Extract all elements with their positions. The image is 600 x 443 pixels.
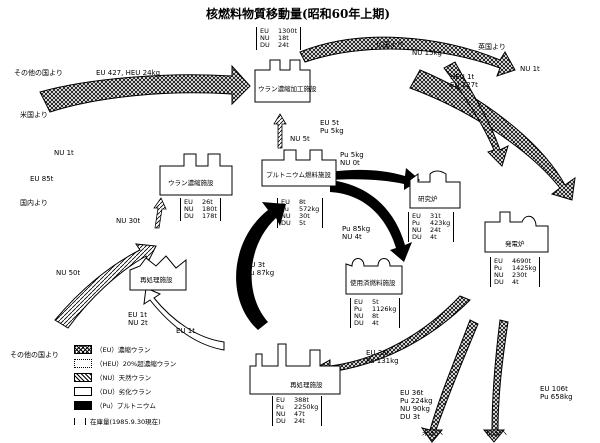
arrow-to-france <box>482 319 509 443</box>
arrow-nu-enrich-up <box>153 197 167 229</box>
flow-nu-0t: NU 0t <box>340 159 360 167</box>
arrow-top-right-big <box>409 69 576 201</box>
flow-eu-1t: EU 1t <box>176 327 195 335</box>
flow-nu-30t: NU 30t <box>116 217 141 225</box>
arrow-enrich-to-conversion <box>273 113 287 149</box>
flow-pu-5kg: Pu 5kg <box>340 151 364 159</box>
facility-power-label: 発電炉 <box>505 240 525 248</box>
flow-nu-50t: NU 50t <box>56 269 81 277</box>
flow-eu-36t-2: EU 36t <box>400 389 424 397</box>
arrow-storage-to-left <box>143 287 225 351</box>
flow-pu-5kg-2: Pu 5kg <box>320 127 344 135</box>
facility-research-label: 研究炉 <box>418 195 438 203</box>
arrow-black-to-reprocess <box>330 180 412 262</box>
page-title: 核燃料物質移動量(昭和60年上期) <box>206 7 391 21</box>
flow-nu-1t-right: NU 1t <box>520 65 540 73</box>
swatch-nu <box>74 372 92 382</box>
facility-mine-label: 再処理施設 <box>140 276 173 284</box>
flow-eu-85t: EU 85t <box>30 175 54 183</box>
flow-nu-90kg: NU 90kg <box>400 405 430 413</box>
flow-pu-658kg: Pu 658kg <box>540 393 573 401</box>
building-power <box>484 211 549 253</box>
flow-eu-106t: EU 106t <box>540 385 568 393</box>
flow-pu-131kg: Pu 131kg <box>366 357 399 365</box>
swatch-inventory <box>74 417 86 425</box>
building-conversion <box>254 59 311 103</box>
legend-inventory: 在庫量(1985.9.30現在) <box>74 416 161 426</box>
flow-eu-1t-b: EU 1t <box>128 311 147 319</box>
building-research <box>409 170 461 209</box>
flow-eu-3t: EU 3t <box>246 261 265 269</box>
source-us: 米国より <box>20 111 48 119</box>
flow-eu-227t: EU 227t <box>450 81 478 89</box>
flow-nu-2t: NU 2t <box>128 319 148 327</box>
flow-nu-4t: NU 4t <box>342 233 362 241</box>
flow-nu-15kg: NU 15kg <box>412 49 442 57</box>
building-plutonium <box>261 149 337 187</box>
source-domestic: 国内より <box>20 199 48 207</box>
arrow-black-to-research <box>330 168 420 190</box>
flow-eu-36t: EU 36t <box>366 349 390 357</box>
arrow-conversion-to-power <box>299 36 516 77</box>
arrow-loop-black <box>236 202 286 330</box>
swatch-du <box>74 386 92 396</box>
building-enrich <box>159 153 233 196</box>
arrow-top-right-2 <box>443 61 509 167</box>
flow-eu-heu: EU 427, HEU 24kg <box>96 69 161 77</box>
swatch-heu <box>74 358 92 368</box>
source-france: 仏国より <box>376 41 404 49</box>
source-other-bottom: その他の国より <box>10 351 59 359</box>
dest-other: 仏国へ <box>486 429 507 437</box>
facility-storage-label: 再処理施設 <box>290 381 323 389</box>
flow-nu-1t: NU 1t <box>54 149 74 157</box>
flow-nu-5t: NU 5t <box>290 135 310 143</box>
flow-pu-87kg: Pu 87kg <box>246 269 275 277</box>
dest-us: 米国へ <box>422 429 443 437</box>
flow-pu-224kg: Pu 224kg <box>400 397 433 405</box>
legend-du: （DU）劣化ウラン <box>74 386 151 396</box>
facility-conversion-label: ウラン濃縮加工施設 <box>258 85 317 93</box>
swatch-eu <box>74 344 92 354</box>
building-uranium-mine <box>129 255 187 291</box>
swatch-pu <box>74 400 92 410</box>
source-overseas-top: その他の国より <box>14 69 63 77</box>
flow-eu-5t: EU 5t <box>320 119 339 127</box>
facility-enrich-label: ウラン濃縮施設 <box>168 179 214 187</box>
arrow-to-us <box>420 319 479 443</box>
flow-pu-85kg: Pu 85kg <box>342 225 371 233</box>
facility-reprocess-fuel-label: 使用済燃料施設 <box>350 279 396 287</box>
arrow-nu-bottom-left <box>54 243 157 329</box>
source-uk: 英国より <box>478 43 506 51</box>
facility-plutonium-label: プルトニウム燃料施設 <box>266 171 331 179</box>
legend-eu: （EU）濃縮ウラン <box>74 344 150 354</box>
flow-du-3t: DU 3t <box>400 413 420 421</box>
legend-pu: （Pu）プルトニウム <box>74 400 156 410</box>
legend-heu: （HEU）20%超濃縮ウラン <box>74 358 176 368</box>
building-storage <box>249 343 341 395</box>
building-reprocess-fuel <box>345 258 403 295</box>
flow-heu-1t: HEU 1t <box>450 73 475 81</box>
arrow-overseas-to-conversion <box>39 64 251 113</box>
legend-nu: （NU）天然ウラン <box>74 372 151 382</box>
